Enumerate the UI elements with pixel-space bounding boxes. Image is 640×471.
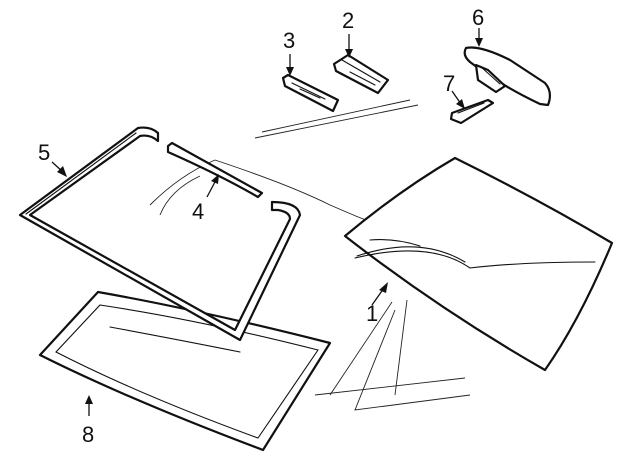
mirror-bracket (281, 73, 340, 113)
callout-4: 4 (192, 174, 219, 224)
arrowhead (475, 38, 483, 47)
callout-number: 6 (472, 5, 484, 30)
arrowhead (456, 99, 465, 109)
callout-number: 3 (283, 28, 295, 53)
windshield-molding (18, 126, 302, 342)
callout-number: 7 (443, 71, 455, 96)
leader-line (206, 179, 217, 198)
callout-5: 5 (38, 140, 67, 177)
arrowhead (345, 49, 353, 58)
arrowhead (379, 282, 388, 293)
callout-number: 5 (38, 140, 50, 165)
callout-3: 3 (283, 28, 295, 76)
callout-2: 2 (342, 8, 354, 58)
arrowhead (286, 67, 294, 76)
windshield-glass-lower (38, 290, 332, 452)
arrowhead (85, 395, 93, 404)
callout-8: 8 (82, 395, 94, 447)
callout-1: 1 (366, 282, 388, 326)
callout-number: 2 (342, 8, 354, 33)
arrowhead (57, 166, 67, 177)
callout-number: 1 (366, 301, 378, 326)
mirror-mount-base (332, 53, 390, 95)
callout-number: 8 (82, 422, 94, 447)
callout-7: 7 (443, 71, 465, 109)
vehicle-body-outline (149, 99, 471, 411)
upper-molding-strip (166, 141, 264, 199)
windshield-glass-main (343, 156, 614, 372)
callout-6: 6 (472, 5, 484, 47)
callout-number: 4 (192, 199, 204, 224)
rearview-mirror (463, 46, 552, 107)
arrowhead (211, 174, 219, 184)
mirror-clip (449, 98, 495, 125)
